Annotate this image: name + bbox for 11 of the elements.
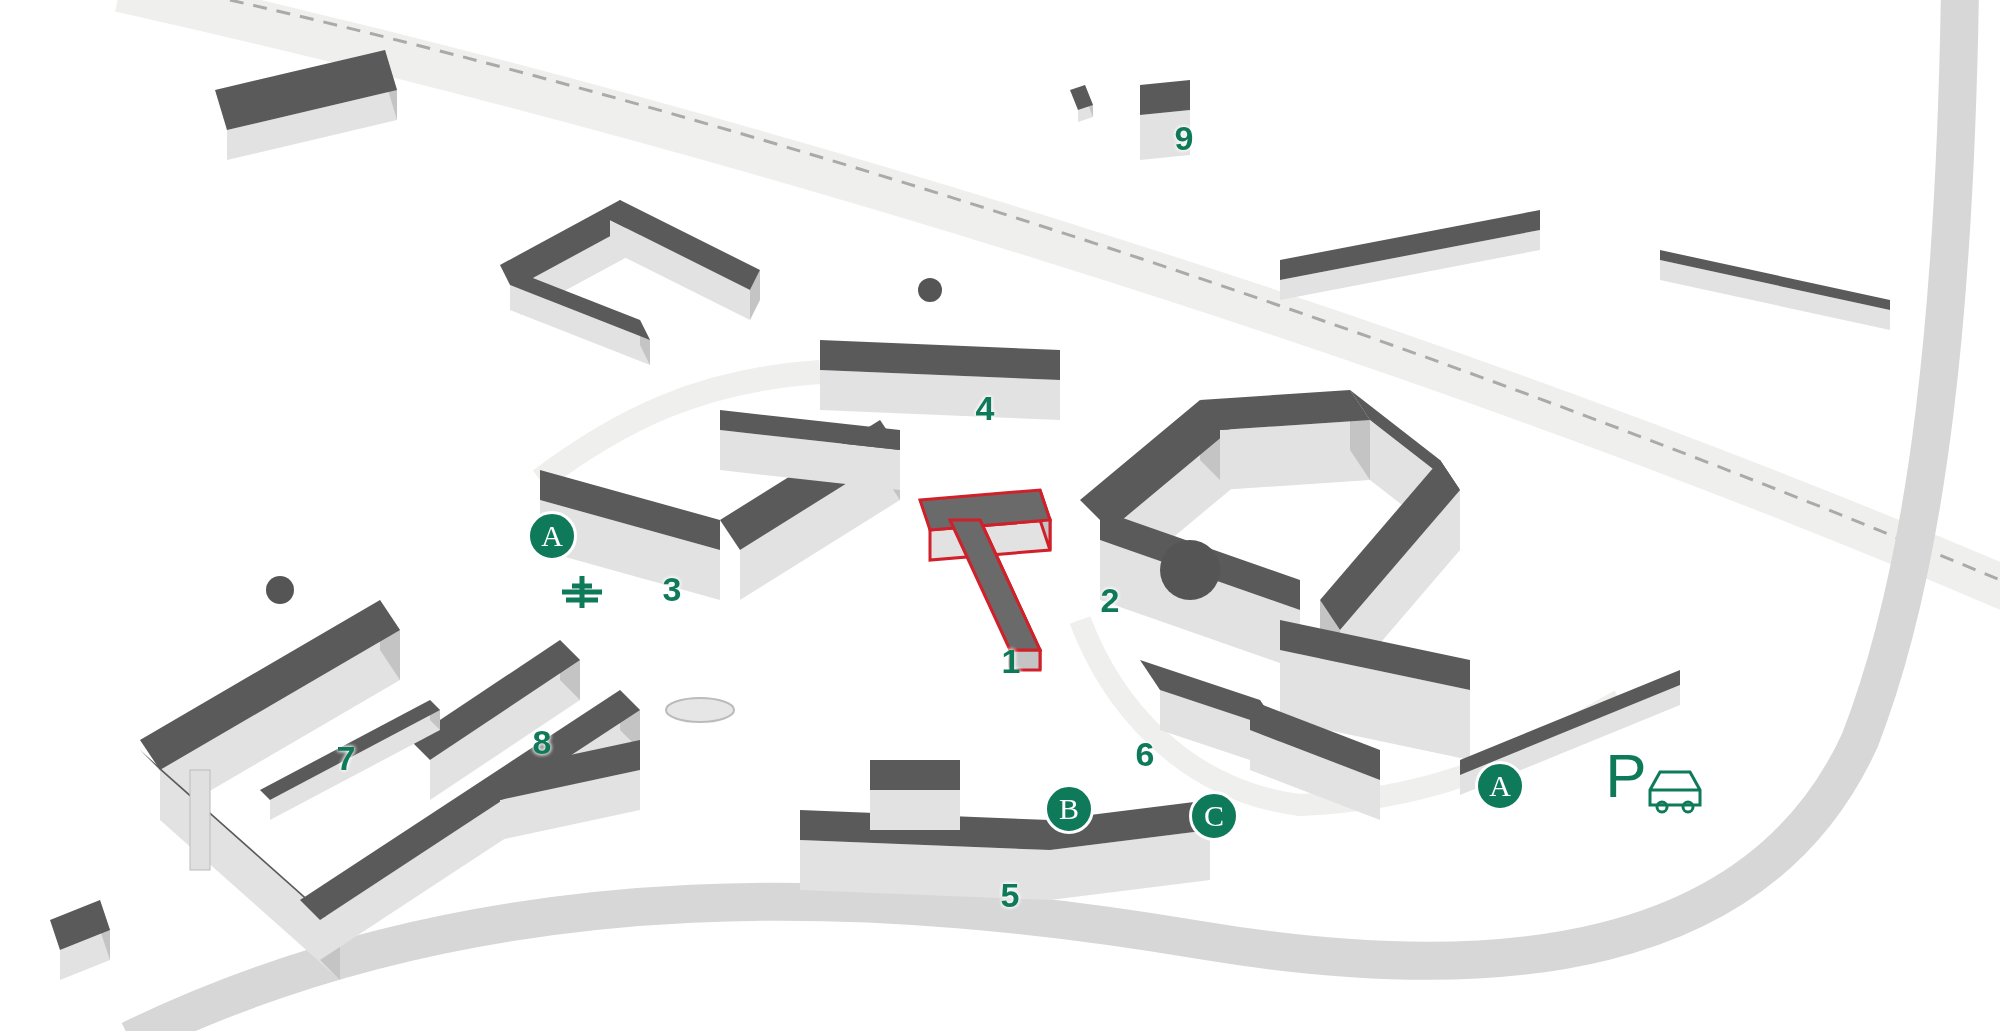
callout-number: 2 [1100, 583, 1120, 617]
callout-number: 5 [1000, 878, 1020, 912]
callout-letter: B [1044, 784, 1094, 834]
callout-number: 4 [975, 391, 995, 425]
callout-number: 9 [1174, 121, 1194, 155]
callout-letter: A [527, 511, 577, 561]
callout-number: 3 [662, 572, 682, 606]
callout-letter: A [1475, 761, 1525, 811]
callout-number: 6 [1135, 737, 1155, 771]
callout-letter: C [1189, 791, 1239, 841]
parking-sign: P [1605, 745, 1647, 807]
